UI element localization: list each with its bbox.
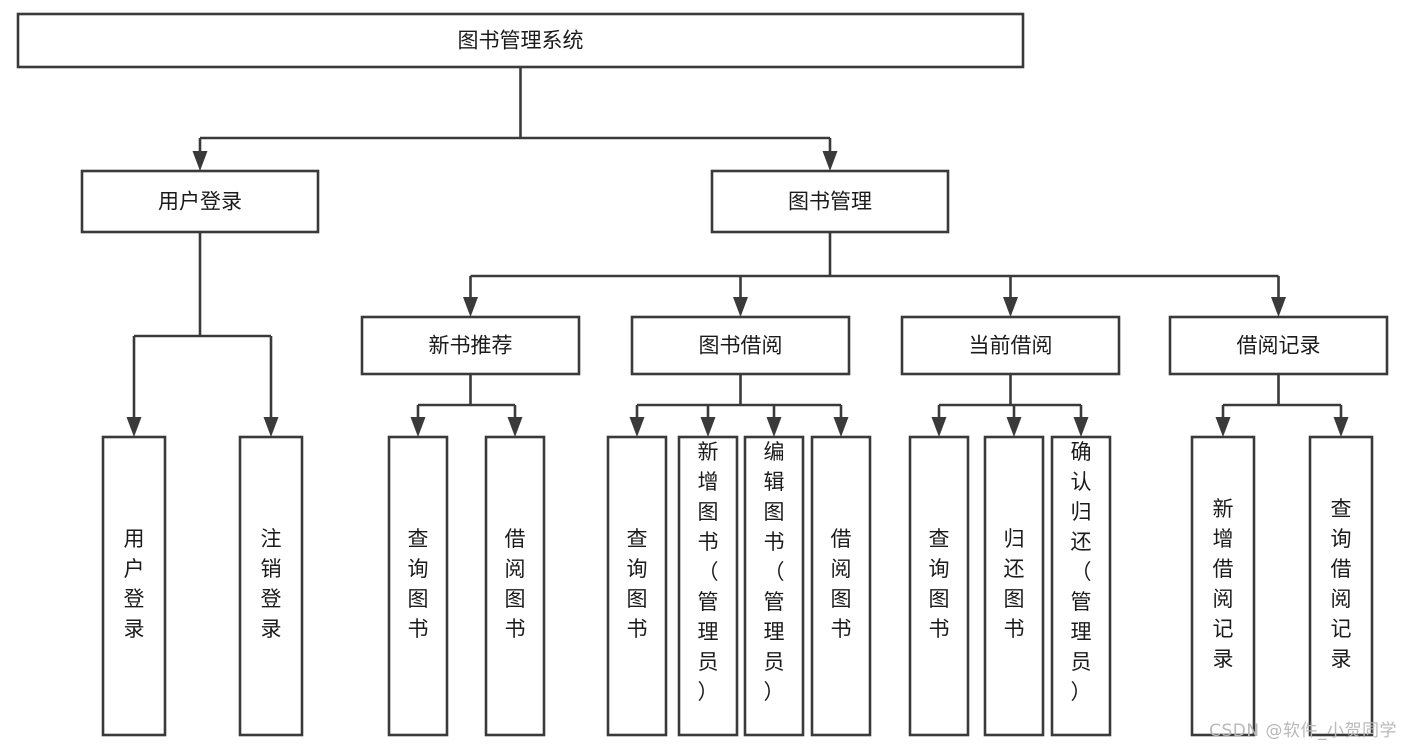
- node-box-leaf-add-record[interactable]: [1190, 435, 1256, 737]
- node-label-borrow-record: 借阅记录: [1237, 334, 1321, 358]
- node-box-user-login[interactable]: [80, 169, 320, 234]
- node-layer: 图书管理系统用户登录图书管理新书推荐图书借阅当前借阅借阅记录用户登录注销登录查询…: [16, 12, 1389, 737]
- connector-group-new-book-rec: [410, 374, 523, 437]
- node-label-leaf-confirm-return: 确认归还（管理员）: [1071, 440, 1092, 704]
- node-leaf-query-record[interactable]: 查询借阅记录: [1308, 435, 1374, 737]
- node-label-leaf-query-book-3: 查询图书: [929, 527, 950, 641]
- node-label-leaf-query-book-1: 查询图书: [408, 527, 429, 641]
- connector-group-current-borrow: [931, 374, 1089, 437]
- node-box-leaf-confirm-return[interactable]: [1050, 435, 1112, 737]
- connector-group-book-manage: [463, 232, 1286, 317]
- node-borrow-record[interactable]: 借阅记录: [1168, 315, 1389, 376]
- node-box-leaf-user-logout[interactable]: [238, 435, 304, 737]
- node-label-new-book-rec: 新书推荐: [429, 334, 513, 358]
- node-box-leaf-edit-book[interactable]: [743, 435, 805, 737]
- node-box-leaf-user-login[interactable]: [101, 435, 167, 737]
- connector-layer: [126, 67, 1349, 437]
- node-label-leaf-edit-book: 编辑图书（管理员）: [764, 440, 785, 704]
- node-leaf-query-book-3[interactable]: 查询图书: [908, 435, 970, 737]
- node-box-borrow-record[interactable]: [1168, 315, 1389, 376]
- node-leaf-user-logout[interactable]: 注销登录: [238, 435, 304, 737]
- node-leaf-add-book[interactable]: 新增图书（管理员）: [677, 435, 739, 737]
- node-box-new-book-rec[interactable]: [360, 315, 581, 376]
- node-user-login[interactable]: 用户登录: [80, 169, 320, 234]
- connector-group-borrow-record: [1215, 374, 1349, 437]
- node-label-leaf-add-book: 新增图书（管理员）: [698, 440, 719, 704]
- node-leaf-query-book-2[interactable]: 查询图书: [606, 435, 668, 737]
- node-current-borrow[interactable]: 当前借阅: [900, 315, 1121, 376]
- node-new-book-rec[interactable]: 新书推荐: [360, 315, 581, 376]
- node-leaf-add-record[interactable]: 新增借阅记录: [1190, 435, 1256, 737]
- node-label-current-borrow: 当前借阅: [969, 334, 1053, 358]
- node-label-leaf-borrow-book-2: 借阅图书: [831, 527, 852, 641]
- node-box-book-borrow[interactable]: [630, 315, 851, 376]
- node-label-leaf-query-record: 查询借阅记录: [1331, 497, 1352, 671]
- node-leaf-borrow-book-2[interactable]: 借阅图书: [810, 435, 872, 737]
- node-label-book-borrow: 图书借阅: [699, 334, 783, 358]
- node-root[interactable]: 图书管理系统: [16, 12, 1025, 69]
- node-box-current-borrow[interactable]: [900, 315, 1121, 376]
- node-box-leaf-query-book-2[interactable]: [606, 435, 668, 737]
- node-label-leaf-add-record: 新增借阅记录: [1213, 497, 1234, 671]
- node-box-leaf-return-book[interactable]: [983, 435, 1045, 737]
- node-label-leaf-query-book-2: 查询图书: [627, 527, 648, 641]
- connector-group-root: [192, 67, 838, 171]
- connector-group-book-borrow: [629, 374, 849, 437]
- watermark: CSDN @软件_小贺同学: [1209, 721, 1397, 741]
- node-leaf-borrow-book-1[interactable]: 借阅图书: [484, 435, 546, 737]
- node-box-root[interactable]: [16, 12, 1025, 69]
- node-book-manage[interactable]: 图书管理: [710, 169, 950, 234]
- node-leaf-user-login[interactable]: 用户登录: [101, 435, 167, 737]
- node-label-root: 图书管理系统: [458, 29, 584, 53]
- node-label-leaf-user-logout: 注销登录: [261, 527, 282, 641]
- node-box-leaf-query-record[interactable]: [1308, 435, 1374, 737]
- node-label-book-manage: 图书管理: [788, 190, 872, 214]
- node-label-leaf-user-login: 用户登录: [124, 527, 145, 641]
- node-label-leaf-borrow-book-1: 借阅图书: [505, 527, 526, 641]
- node-leaf-edit-book[interactable]: 编辑图书（管理员）: [743, 435, 805, 737]
- node-box-leaf-borrow-book-2[interactable]: [810, 435, 872, 737]
- node-box-leaf-add-book[interactable]: [677, 435, 739, 737]
- node-label-user-login: 用户登录: [158, 190, 242, 214]
- node-leaf-return-book[interactable]: 归还图书: [983, 435, 1045, 737]
- node-label-leaf-return-book: 归还图书: [1004, 527, 1025, 641]
- connector-group-user-login: [126, 232, 279, 437]
- node-box-book-manage[interactable]: [710, 169, 950, 234]
- node-box-leaf-query-book-1[interactable]: [387, 435, 449, 737]
- node-box-leaf-borrow-book-1[interactable]: [484, 435, 546, 737]
- node-box-leaf-query-book-3[interactable]: [908, 435, 970, 737]
- node-leaf-confirm-return[interactable]: 确认归还（管理员）: [1050, 435, 1112, 737]
- node-book-borrow[interactable]: 图书借阅: [630, 315, 851, 376]
- node-leaf-query-book-1[interactable]: 查询图书: [387, 435, 449, 737]
